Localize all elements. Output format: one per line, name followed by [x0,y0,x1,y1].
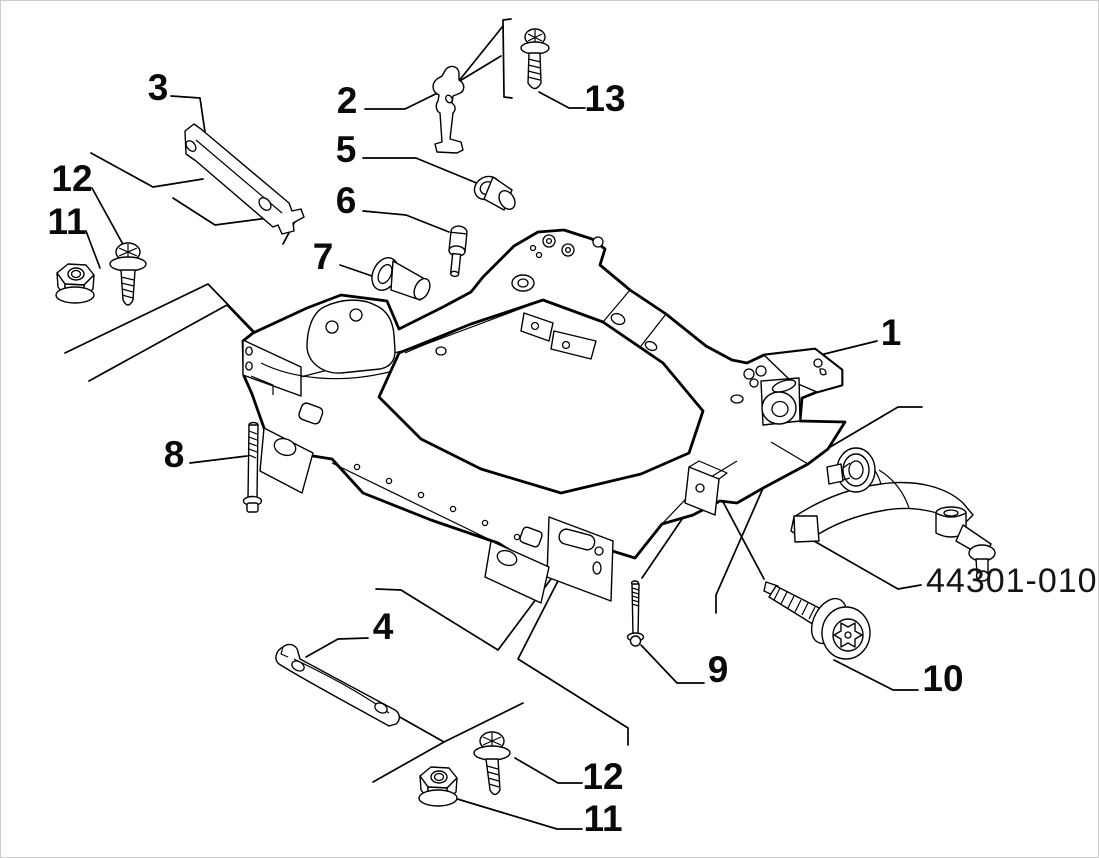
part-11-bottom-nut [418,766,458,807]
callout-2: 2 [337,80,358,121]
part-8-long-bolt [242,421,263,513]
part-code-label: 44301-010 [926,562,1098,600]
subframe-top-bolt-heads [529,234,604,259]
part-13-bolt [520,28,550,90]
callout-11-bottom: 11 [583,798,622,839]
subframe-small-bushing-ring [511,274,535,292]
subframe-clamp-blocks [520,312,728,516]
callout-8: 8 [164,434,185,475]
part-2-clip-bracket [432,65,465,154]
callout-12-bottom: 12 [582,756,623,797]
callout-5: 5 [336,129,357,170]
callout-9: 9 [708,649,729,690]
part-10-torx-bolt [763,581,871,660]
part-3-brace-strip [184,123,305,235]
callout-3: 3 [148,67,169,108]
part-12-top-bolt [109,242,147,306]
callout-6: 6 [336,180,357,221]
part-11-top-nut [55,263,95,304]
subframe-crossmember [241,228,847,604]
callout-7: 7 [313,236,334,277]
subframe-center-foot [484,516,614,604]
subframe-left-foot [259,402,324,494]
subframe-rail-holes [353,312,658,541]
part-9-thin-bolt [626,580,645,647]
callout-13: 13 [584,78,625,119]
callout-1: 1 [881,312,902,353]
callout-12-top: 12 [51,158,92,199]
callout-11-top: 11 [47,201,86,242]
callout-10: 10 [922,658,963,699]
part-12-bottom-bolt [473,731,511,796]
control-arm [790,447,996,582]
part-5-bushing [473,175,516,211]
subframe-mount-bump [260,299,396,380]
part-4-strap-brace [275,643,400,727]
subframe-mount-bushing [730,365,801,426]
part-7-sleeve-bushing [371,257,431,301]
callout-4: 4 [373,606,394,647]
part-6-stud [448,225,468,278]
callout-labels: 3 2 13 5 6 12 11 7 1 8 4 9 10 12 11 4430… [47,67,1098,839]
subframe-right-corner-plate [763,348,843,393]
